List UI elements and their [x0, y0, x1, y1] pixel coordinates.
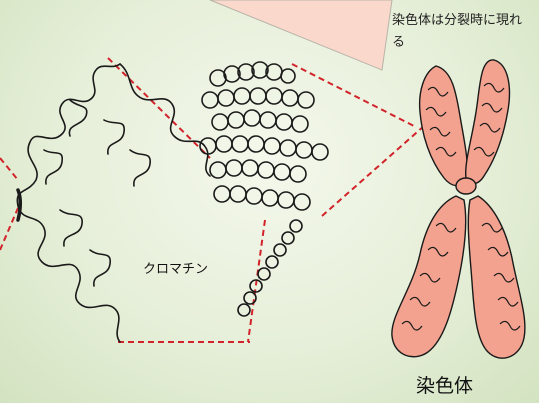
chromosome-arm-lower-right — [468, 196, 525, 358]
coil-tail — [238, 220, 302, 316]
coil-row-1 — [210, 62, 295, 86]
chromatin-label: クロマチン — [143, 258, 208, 277]
coil-row-6 — [214, 186, 310, 210]
chromosome-arm-upper-left — [420, 66, 468, 186]
chromatin-strand — [17, 64, 210, 342]
chromosome-label: 染色体 — [416, 371, 473, 398]
coil-row-4 — [200, 136, 328, 160]
callout-text: 染色体は分裂時に現れる — [392, 10, 532, 54]
zoom-line-right-top — [292, 64, 414, 126]
zoom-line-left-bottom — [0, 208, 18, 250]
chromosome — [392, 60, 525, 358]
zoom-line-left-top — [0, 158, 18, 180]
coil-row-2 — [202, 88, 314, 108]
coil-row-3 — [212, 110, 308, 132]
zoom-lines — [0, 58, 424, 342]
zoom-line-right-lower — [248, 220, 265, 342]
condensed-coils — [200, 62, 328, 316]
zoom-line-right-bottom — [322, 126, 424, 216]
callout-pointer — [210, 0, 392, 70]
coil-row-5 — [210, 160, 306, 182]
chromosome-centromere — [456, 178, 476, 194]
chromosome-arm-upper-right — [466, 60, 510, 184]
zoom-line-mid-top — [108, 58, 210, 158]
